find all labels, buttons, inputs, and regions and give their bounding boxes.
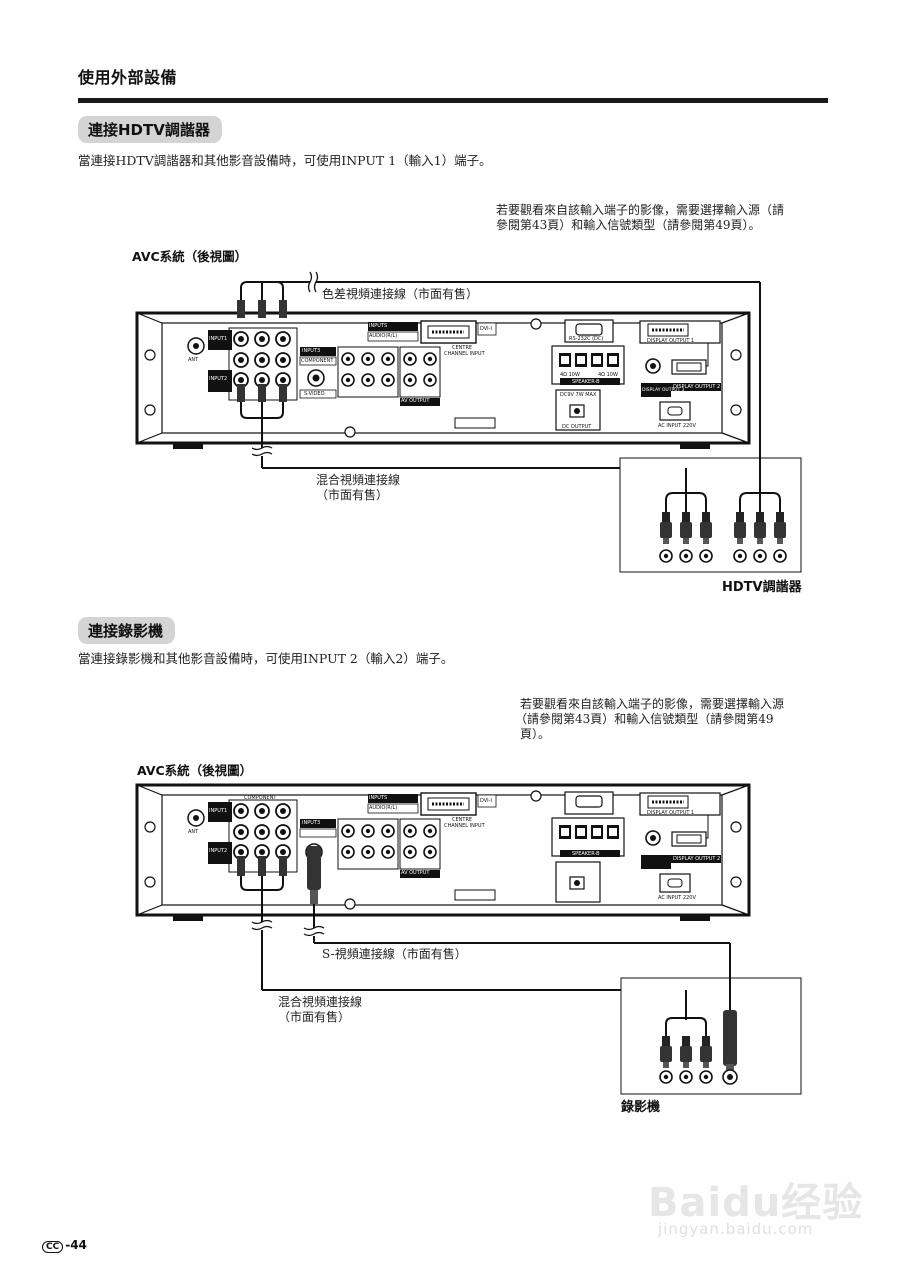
- panel1-ohm-left: 4Ω 10W: [560, 372, 580, 378]
- panel1-display-output-2: DISPLAY OUTPUT 2: [673, 384, 721, 390]
- vcr-note-2: （請參閱第43頁）和輸入信號類型（請參閱第49: [515, 712, 774, 726]
- hdtv-composite-cable-label-1: 混合視頻連接線: [316, 473, 401, 487]
- panel1-dc-output: DC OUTPUT: [562, 424, 592, 430]
- panel1-input3-label: INPUT3: [302, 348, 321, 354]
- panel1-svideo-label: S-VIDEO: [304, 391, 325, 397]
- vcr-note-1: 若要觀看來自該輸入端子的影像，需要選擇輸入源: [520, 697, 785, 711]
- panel1-av-output-label: AV OUTPUT: [401, 398, 430, 404]
- hdtv-intro: 當連接HDTV調諧器和其他影音設備時，可使用INPUT 1（輸入1）端子。: [78, 153, 492, 168]
- panel2-ant-label: ANT: [188, 829, 199, 835]
- watermark-logo: Baidu经验: [648, 1180, 864, 1226]
- page-number: CC-44: [42, 1238, 87, 1253]
- hdtv-note-2: 參閱第43頁）和輸入信號類型（請參閱第49頁）。: [496, 218, 761, 232]
- panel1-ohm-right: 4Ω 10W: [598, 372, 618, 378]
- panel2-input2-label: INPUT2: [209, 848, 228, 854]
- panel2-audio-rl-label: AUDIO(R/L): [369, 805, 398, 811]
- avc-back-panel-2: [135, 783, 751, 921]
- vcr-diagram: [135, 783, 802, 1095]
- vcr-composite-cable-label-1: 混合視頻連接線: [278, 995, 363, 1009]
- panel2-centre-label: CENTRE: [452, 817, 473, 823]
- panel2-av-output-label: AV OUTPUT: [401, 870, 430, 876]
- panel2-display-output-1: DISPLAY OUTPUT 1: [647, 810, 695, 816]
- panel1-input1-label: INPUT1: [209, 336, 228, 342]
- panel2-inputs-label: INPUTS: [369, 795, 388, 801]
- vcr-device: [620, 943, 802, 1095]
- panel1-inputs-label: INPUTS: [369, 323, 388, 329]
- page-number-text: -44: [65, 1238, 87, 1252]
- page-section-title: 使用外部設備: [78, 68, 178, 87]
- panel1-display-output-1: DISPLAY OUTPUT 1: [647, 338, 695, 344]
- panel2-ac-input: AC INPUT 220V: [658, 895, 696, 901]
- vcr-svideo-cable-label: S-視頻連接線（市面有售）: [322, 947, 467, 961]
- panel2-dvi-label: DVI-I: [480, 798, 492, 804]
- panel1-audio-rl-label: AUDIO(R/L): [369, 333, 398, 339]
- watermark-url: jingyan.baidu.com: [658, 1220, 814, 1238]
- hdtv-heading: 連接HDTV調諧器: [78, 116, 222, 143]
- panel2-component-label: COMPONENT: [244, 795, 277, 801]
- hdtv-composite-cable-label-2: （市面有售）: [316, 488, 389, 502]
- panel2-speaker-b-label: SPEAKER-B: [572, 851, 600, 857]
- panel1-component-label: COMPONENT: [301, 358, 334, 364]
- panel2-display-output-2: DISPLAY OUTPUT 2: [673, 856, 721, 862]
- panel1-dc-rating: DC9V 7W MAX: [560, 392, 597, 398]
- vcr-heading: 連接錄影機: [78, 617, 176, 644]
- avc-back-panel-1: [135, 311, 751, 449]
- panel1-channel-input-label: CHANNEL INPUT: [444, 351, 485, 357]
- panel1-rs232c-label: RS-232C (DC): [569, 336, 604, 342]
- header-rule: [78, 98, 828, 103]
- panel1-centre-label: CENTRE: [452, 345, 473, 351]
- hdtv-tuner-device: [619, 282, 802, 573]
- vcr-intro: 當連接錄影機和其他影音設備時，可使用INPUT 2（輸入2）端子。: [78, 651, 454, 666]
- hdtv-diagram: [135, 271, 802, 573]
- hdtv-diagram-title: AVC系統（後視圖）: [132, 249, 248, 264]
- hdtv-device-label: HDTV調諧器: [722, 580, 802, 595]
- panel1-dvi-label: DVI-I: [480, 326, 492, 332]
- cc-badge: CC: [42, 1241, 64, 1253]
- panel1-ant-label: ANT: [188, 357, 199, 363]
- hdtv-component-cable-label: 色差視頻連接線（市面有售）: [322, 287, 479, 301]
- panel1-input2-label: INPUT2: [209, 376, 228, 382]
- panel2-input3-label: INPUT3: [302, 820, 321, 826]
- vcr-composite-cable-label-2: （市面有售）: [278, 1010, 351, 1024]
- panel1-display-output-3: DISPLAY OUTPUT 3: [642, 388, 685, 393]
- vcr-note-3: 頁）。: [520, 727, 551, 741]
- panel2-channel-input-label: CHANNEL INPUT: [444, 823, 485, 829]
- vcr-device-label: 錄影機: [621, 1100, 661, 1115]
- hdtv-note-1: 若要觀看來自該輸入端子的影像，需要選擇輸入源（請: [496, 203, 785, 217]
- vcr-diagram-title: AVC系統（後視圖）: [137, 763, 253, 778]
- panel1-speaker-b-label: SPEAKER-B: [572, 379, 600, 385]
- panel2-input1-label: INPUT1: [209, 808, 228, 814]
- panel1-ac-input: AC INPUT 220V: [658, 423, 696, 429]
